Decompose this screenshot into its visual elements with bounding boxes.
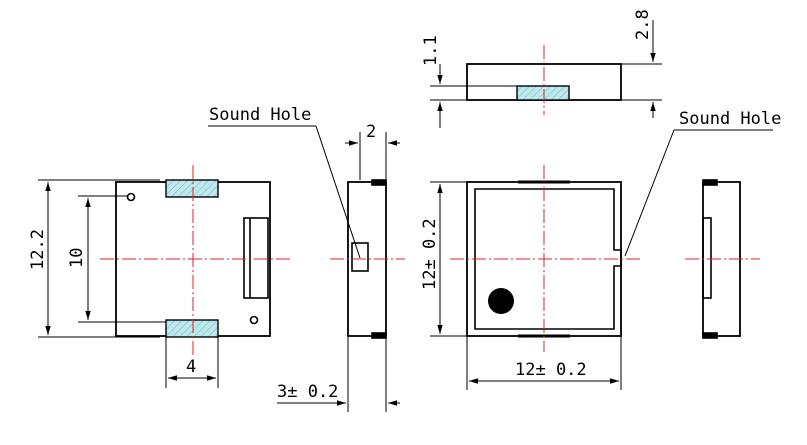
side-view: 2 3± 0.2 Sound Hole [208,105,405,412]
pin-marker-top [126,192,136,202]
right-side-view [685,179,760,339]
side-tab-top [371,179,387,186]
dim-2-8-label: 2.8 [633,9,653,40]
dim-2-label: 2 [366,122,376,142]
side-tab-bottom [371,332,387,339]
dim-3-label: 3± 0.2 [277,382,338,402]
top-view: 1.1 2.8 [421,9,662,128]
sound-hole-label-left: Sound Hole [209,105,311,125]
top-pad [165,179,219,198]
dim-10-label: 10 [67,248,87,268]
pin-marker-bottom [249,315,259,325]
right-side-tab-bottom [702,332,718,339]
front-view-inner-outline [474,188,622,330]
leader-line-right [624,129,675,257]
top-view-pad [516,85,570,101]
sound-hole-label-right: Sound Hole [679,109,781,129]
dim-1-1-label: 1.1 [421,35,441,66]
sound-hole-slot [351,242,369,272]
dim-4-label: 4 [186,357,196,377]
front-view: 12± 0.2 12± 0.2 Sound Hole [420,109,781,390]
dim-12-horizontal-label: 12± 0.2 [515,360,587,380]
side-slot [243,217,269,299]
polarity-dot [488,288,514,314]
leader-line-left [315,125,361,259]
bottom-view: 12.2 10 4 [28,165,290,388]
bottom-pad [165,319,219,338]
dim-12-vertical-label: 12± 0.2 [420,218,440,290]
right-side-tab-top [702,179,718,186]
dim-12-2-label: 12.2 [28,229,48,270]
right-side-slot [702,217,712,299]
